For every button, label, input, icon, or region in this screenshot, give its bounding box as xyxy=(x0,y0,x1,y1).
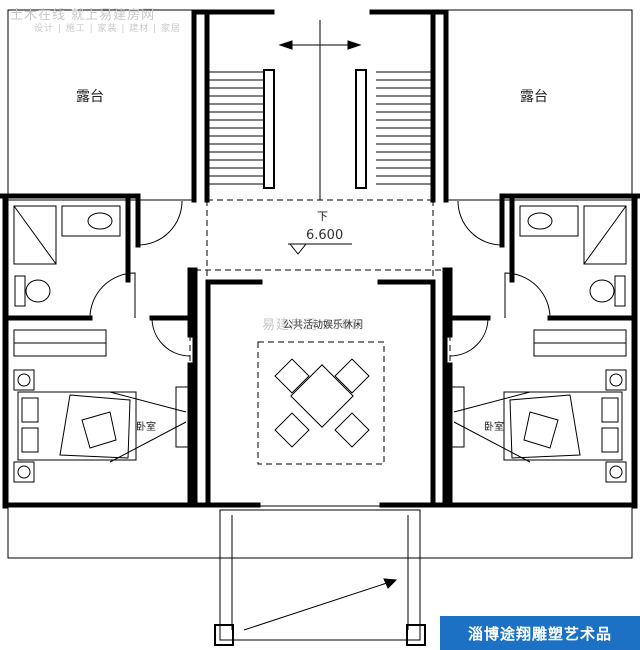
brand-banner: 淄博途翔雕塑艺术品 xyxy=(440,616,640,650)
front-terrace-outline xyxy=(7,505,633,559)
stair-right-flight xyxy=(376,71,431,185)
left-bathroom xyxy=(13,205,121,307)
stair-direction-arrow xyxy=(278,20,362,200)
door-left-toilet xyxy=(89,272,136,319)
front-steps xyxy=(214,509,426,646)
watermark-subtitle: 设计 | 施工 | 家装 | 建材 | 家居 xyxy=(34,24,182,34)
terrace-left-label: 露台 xyxy=(76,89,104,105)
door-left-bedroom xyxy=(151,317,191,357)
door-right-bedroom xyxy=(449,317,489,357)
walls xyxy=(0,9,640,509)
stair-down-label: 下 xyxy=(317,210,328,223)
stair-handrail-right xyxy=(355,69,367,189)
right-bedroom-furniture xyxy=(451,329,627,483)
elevation-label: 6.600 xyxy=(306,228,344,243)
watermark-middle: 易建房网 3581 xyxy=(262,318,361,333)
stair-left-flight xyxy=(209,71,264,185)
door-right-toilet xyxy=(504,272,551,319)
mahjong-table xyxy=(274,358,370,448)
right-bathroom xyxy=(519,205,627,307)
stair-handrail-left xyxy=(263,69,275,189)
bedroom-left-label: 卧室 xyxy=(136,422,156,433)
lounge-label: 公共活动娱乐休闲 xyxy=(283,320,363,331)
terrace-right-label: 露台 xyxy=(520,89,548,105)
left-bedroom-furniture xyxy=(13,329,189,483)
door-right-terrace xyxy=(457,200,503,246)
elevation-marker xyxy=(288,243,352,255)
dashed-openings xyxy=(189,199,451,465)
door-left-terrace xyxy=(137,200,183,246)
watermark-top: 土木在线 就上易建房网 xyxy=(10,8,156,23)
bedroom-right-label: 卧室 xyxy=(484,422,504,433)
